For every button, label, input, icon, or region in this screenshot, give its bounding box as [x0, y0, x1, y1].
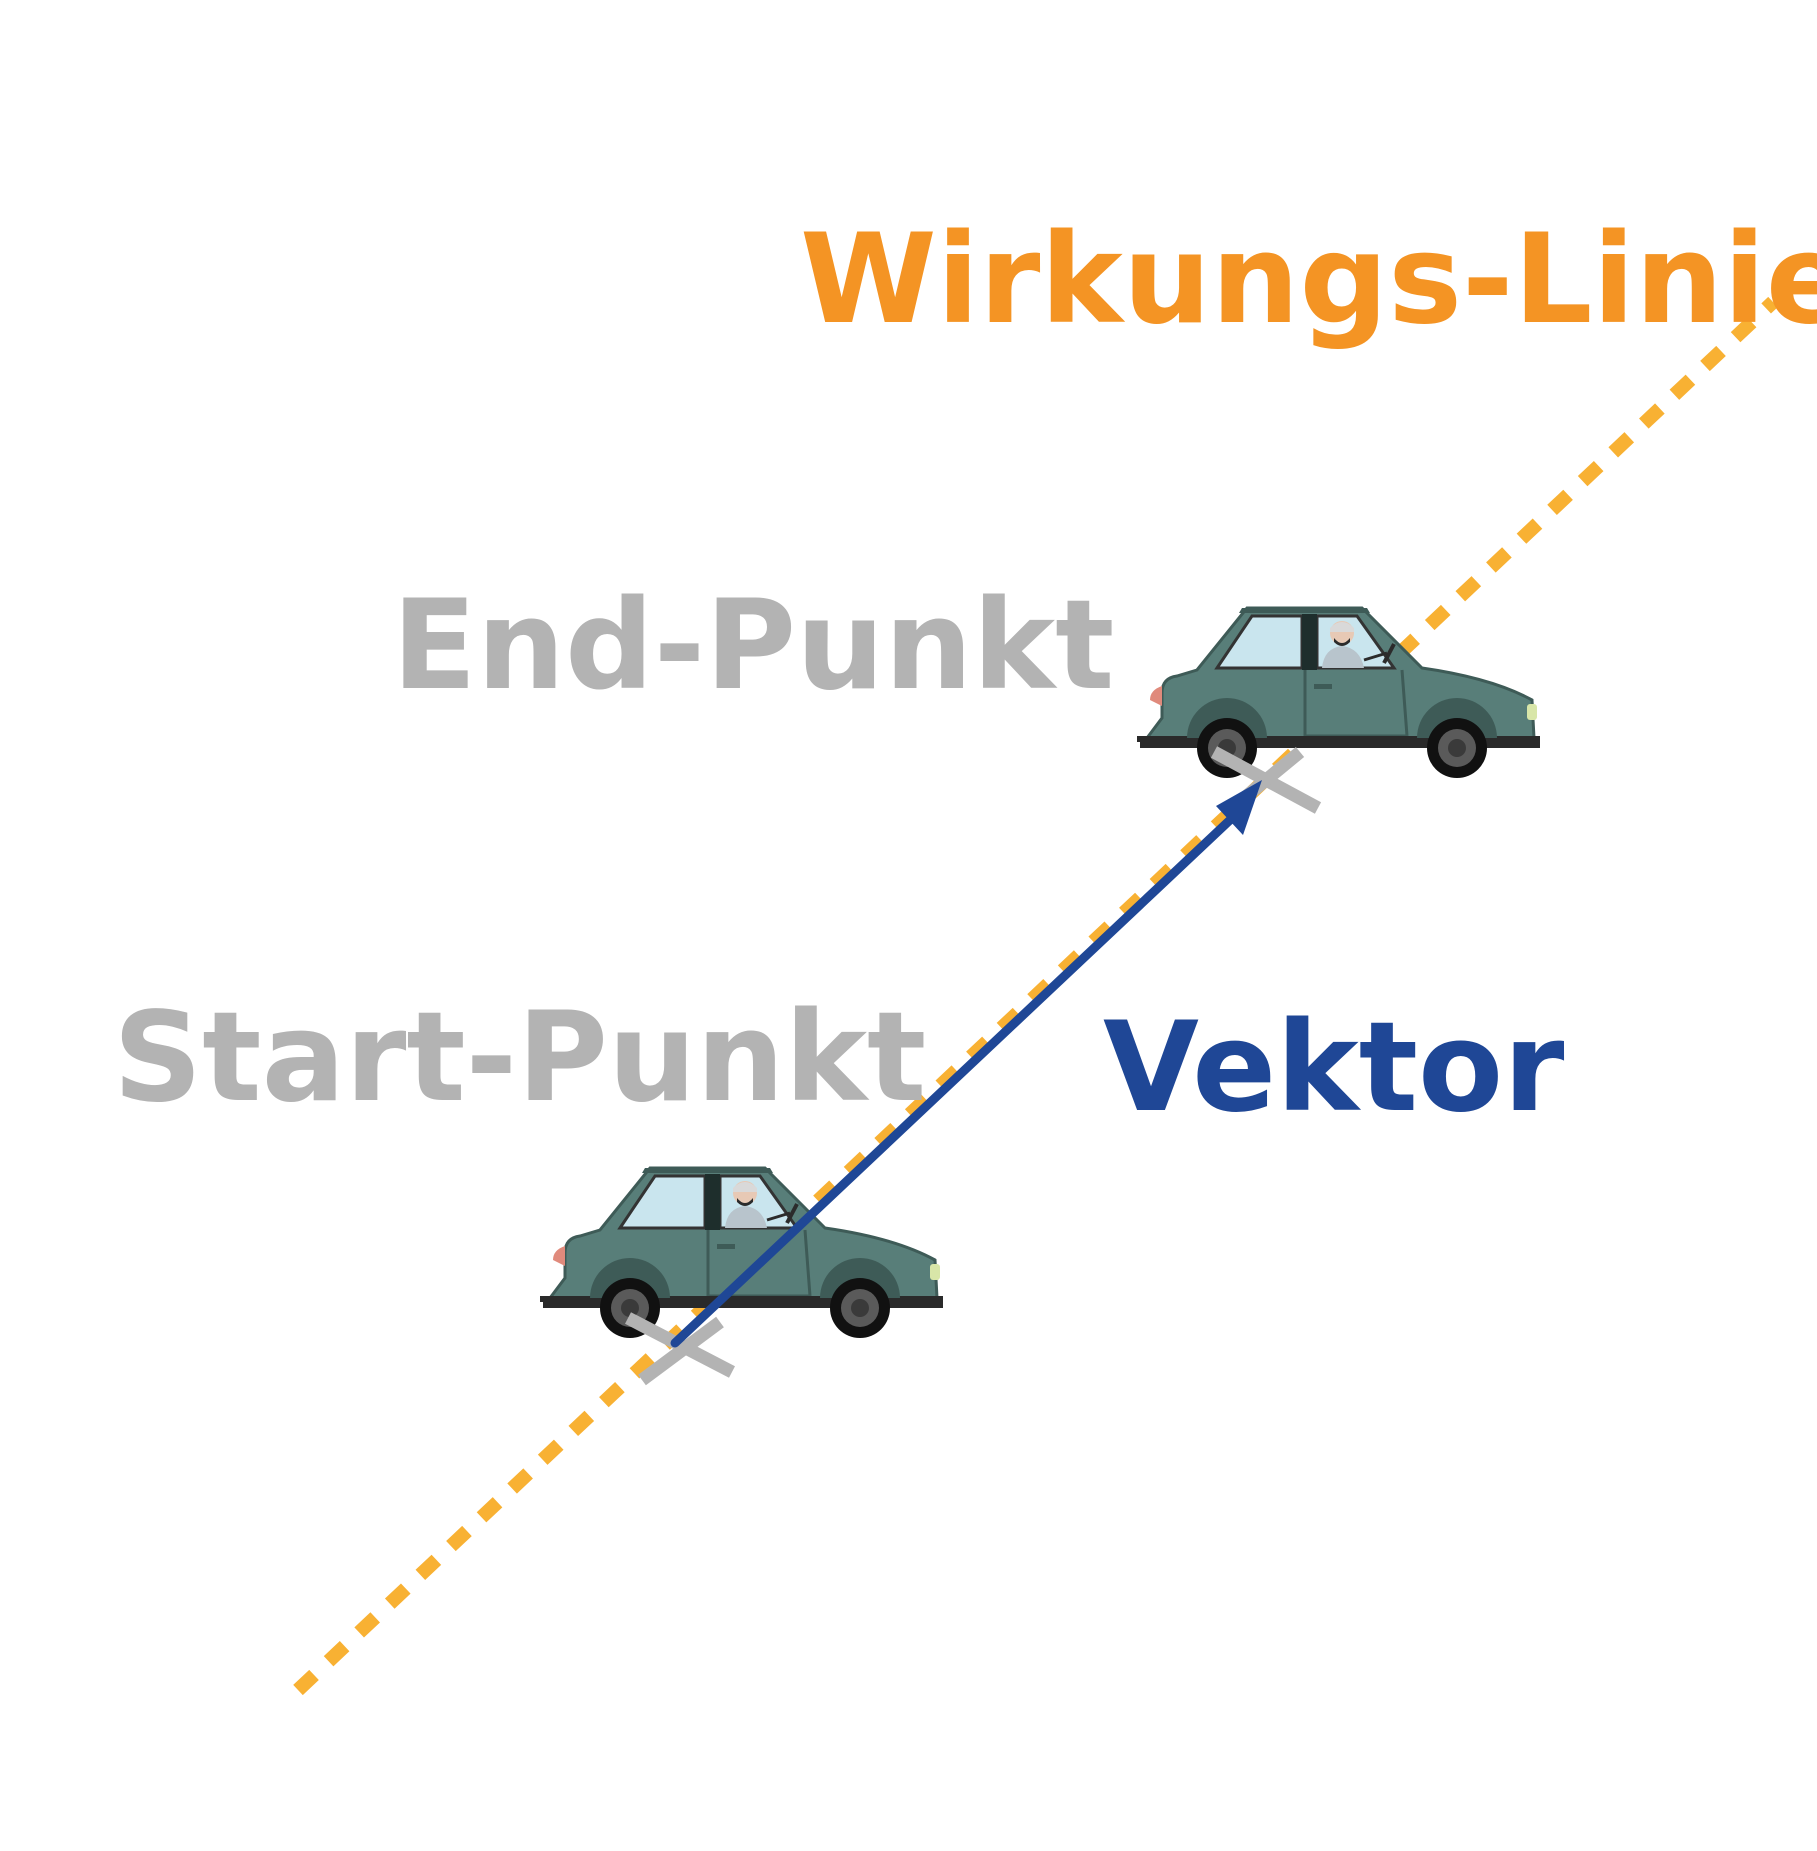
line-of-action [293, 296, 1778, 1696]
start-point-label: Start-Punkt [113, 986, 926, 1130]
car-icon [1135, 606, 1542, 780]
vector-label: Vektor [1103, 996, 1564, 1140]
car-icon [538, 1166, 945, 1340]
cross-marker-icon [625, 1312, 735, 1386]
line-of-action-label: Wirkungs-Linie [800, 208, 1817, 352]
arrowhead-icon [1216, 780, 1262, 835]
vector-arrow [670, 815, 1235, 1348]
end-point-label: End-Punkt [392, 574, 1114, 718]
